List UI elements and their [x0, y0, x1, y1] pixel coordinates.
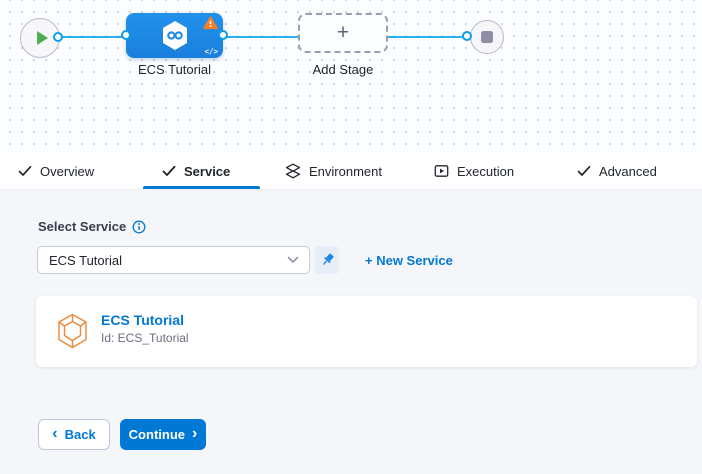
check-icon — [18, 165, 32, 176]
service-card[interactable]: ECS Tutorial Id: ECS_Tutorial — [36, 296, 697, 367]
select-service-label: Select Service — [38, 219, 127, 234]
pipeline-edge — [225, 36, 301, 38]
pipeline-end-node[interactable] — [470, 20, 504, 54]
service-card-title[interactable]: ECS Tutorial — [101, 312, 184, 328]
pin-service-button[interactable] — [315, 246, 339, 274]
layers-icon — [285, 163, 301, 179]
tab-advanced[interactable]: Advanced — [558, 152, 676, 190]
connector-port — [53, 32, 63, 42]
chevron-right-icon: › — [192, 424, 198, 442]
service-card-id: Id: ECS_Tutorial — [101, 331, 189, 345]
pipeline-edge — [388, 36, 466, 38]
stage-node-ecs-tutorial[interactable]: </> — [121, 13, 228, 58]
back-button[interactable]: ‹ Back — [38, 419, 110, 450]
stop-icon — [481, 31, 493, 43]
tab-label: Execution — [457, 163, 515, 179]
plus-icon: + — [336, 20, 350, 44]
continue-button-label: Continue — [128, 427, 185, 442]
selected-service-value: ECS Tutorial — [49, 252, 122, 268]
chevron-down-icon — [287, 256, 299, 263]
code-icon[interactable]: </> — [204, 47, 218, 56]
tab-label: Advanced — [599, 163, 657, 179]
pipeline-graph-canvas[interactable]: </> ECS Tutorial + Add Stage — [0, 0, 702, 152]
stage-tabs: Overview Service Environment Execution — [0, 152, 702, 190]
service-select-dropdown[interactable]: ECS Tutorial — [37, 246, 310, 274]
play-icon — [36, 31, 48, 45]
pipeline-edge — [60, 36, 126, 38]
tab-label: Overview — [40, 163, 95, 179]
tab-service[interactable]: Service — [143, 152, 249, 190]
continue-button[interactable]: Continue › — [120, 419, 206, 450]
pin-icon — [322, 253, 334, 265]
stage-name-label: ECS Tutorial — [138, 62, 211, 77]
connector-port — [121, 30, 131, 40]
connector-port — [462, 31, 472, 41]
play-box-icon — [434, 165, 449, 177]
back-button-label: Back — [64, 427, 96, 442]
check-icon — [162, 165, 176, 176]
tab-overview[interactable]: Overview — [0, 152, 112, 190]
chevron-left-icon: ‹ — [52, 424, 58, 442]
tab-execution[interactable]: Execution — [415, 152, 533, 190]
tab-label: Environment — [309, 163, 382, 179]
tab-environment[interactable]: Environment — [266, 152, 401, 190]
tab-label: Service — [184, 163, 231, 179]
service-tab-panel: Select Service ECS Tutorial + New S — [0, 190, 702, 474]
connector-port — [218, 30, 228, 40]
info-icon[interactable] — [132, 220, 146, 234]
service-hexagon-icon — [58, 313, 87, 349]
cd-stage-hexagon-icon — [162, 21, 187, 50]
new-service-link[interactable]: + New Service — [365, 253, 453, 268]
active-tab-indicator — [143, 186, 260, 189]
select-service-label-row: Select Service — [38, 219, 146, 234]
check-icon — [577, 165, 591, 176]
add-stage-button[interactable]: + — [298, 13, 388, 53]
warning-icon — [203, 16, 218, 30]
add-stage-label: Add Stage — [312, 62, 374, 77]
